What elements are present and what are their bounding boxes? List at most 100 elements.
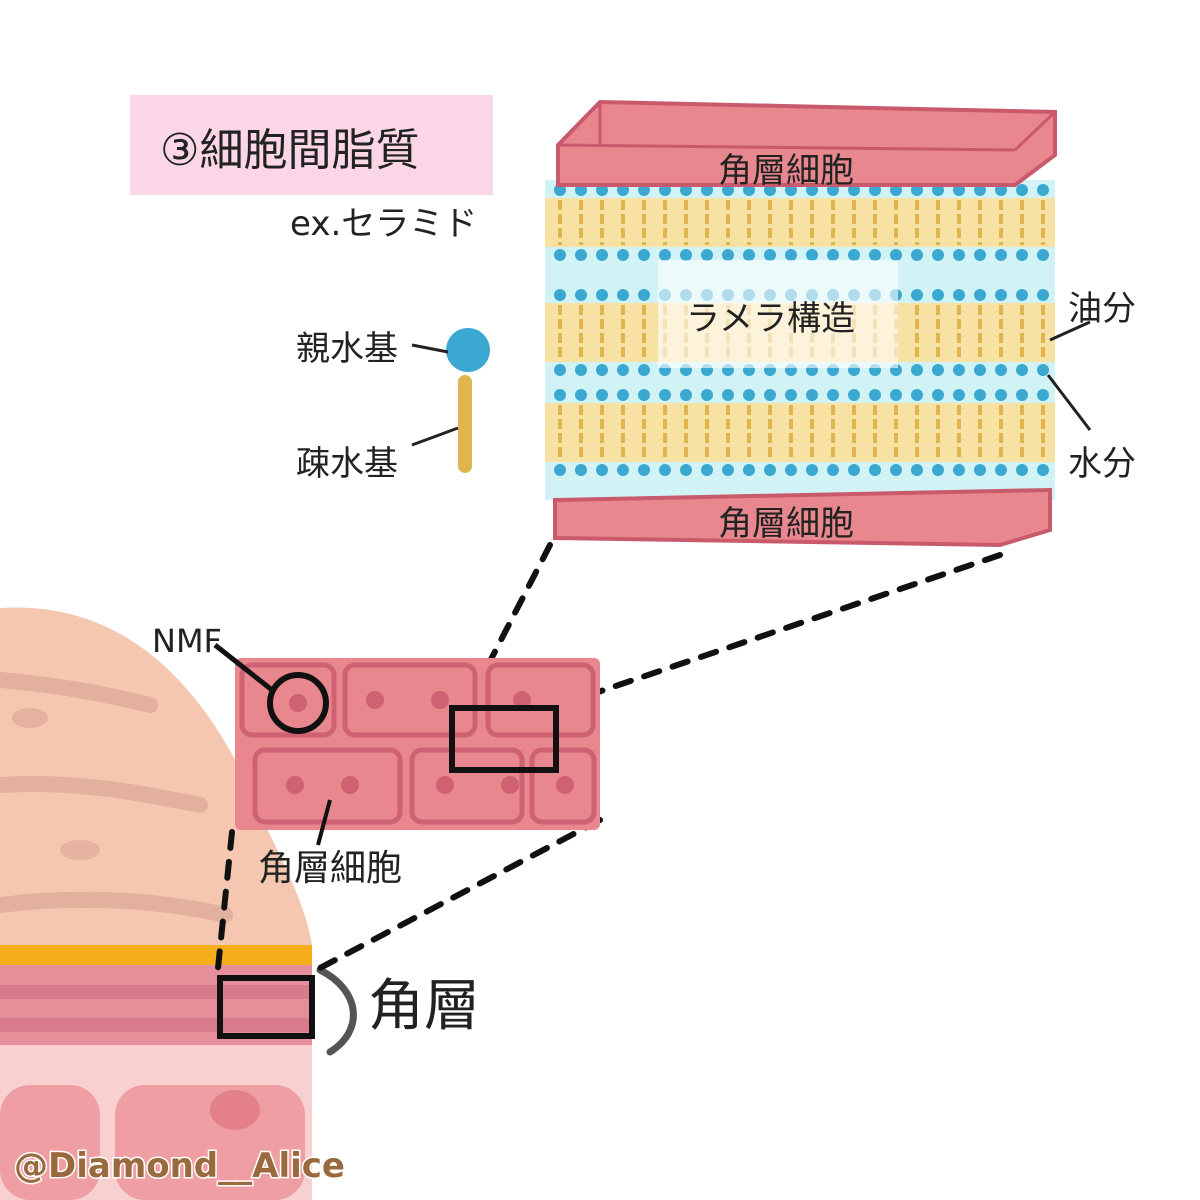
lipid-head xyxy=(995,464,1007,476)
lipid-head xyxy=(638,364,650,376)
lipid-head xyxy=(554,289,566,301)
example-text: ex.セラミド xyxy=(290,204,477,244)
lipid-head xyxy=(743,389,755,401)
lipid-head xyxy=(638,464,650,476)
corneocyte-outline xyxy=(529,747,597,825)
lipid-head xyxy=(953,364,965,376)
lipid-head xyxy=(974,289,986,301)
lipid-head xyxy=(596,464,608,476)
cell-zoom-box xyxy=(449,705,559,773)
lipid-head xyxy=(596,364,608,376)
corneocyte-outline xyxy=(409,747,525,825)
lipid-head xyxy=(785,249,797,261)
lipid-head xyxy=(554,464,566,476)
lipid-head xyxy=(1016,389,1028,401)
lipid-head xyxy=(974,389,986,401)
lipid-head xyxy=(995,364,1007,376)
lipid-head xyxy=(953,389,965,401)
hydrophobic-tail xyxy=(458,375,472,473)
cell-nucleus xyxy=(556,776,574,794)
lipid-head xyxy=(932,389,944,401)
lamella-label-box xyxy=(658,260,898,368)
lipid-head xyxy=(680,249,692,261)
lipid-head xyxy=(827,389,839,401)
corneocyte-outline xyxy=(342,662,478,738)
lipid-head xyxy=(1016,289,1028,301)
lamella-label: ラメラ構造 xyxy=(686,299,855,339)
lipid-head xyxy=(911,389,923,401)
page-title: ③細胞間脂質 xyxy=(160,125,419,176)
lipid-head xyxy=(1016,249,1028,261)
lipid-head xyxy=(932,464,944,476)
lipid-head xyxy=(911,364,923,376)
lipid-head xyxy=(953,464,965,476)
lipid-head xyxy=(1037,364,1049,376)
lipid-head xyxy=(848,389,860,401)
lipid-head xyxy=(617,364,629,376)
hydrophobic-label: 疎水基 xyxy=(296,444,398,484)
corneocyte-block xyxy=(213,643,600,846)
lipid-head xyxy=(617,389,629,401)
cell-nucleus xyxy=(431,691,449,709)
lipid-head xyxy=(827,464,839,476)
lamella-structure xyxy=(545,99,1057,548)
stratum-corneum-label: 角層 xyxy=(368,974,480,1039)
lipid-head xyxy=(743,464,755,476)
skin-zoom-box xyxy=(217,975,315,1039)
lipid-head xyxy=(848,464,860,476)
lipid-head xyxy=(1016,184,1028,196)
lipid-head xyxy=(953,289,965,301)
lipid-head xyxy=(911,464,923,476)
lipid-head xyxy=(827,249,839,261)
lipid-head xyxy=(1037,389,1049,401)
water-label: 水分 xyxy=(1068,444,1136,484)
lipid-head xyxy=(764,249,776,261)
top-cell-label: 角層細胞 xyxy=(718,151,854,191)
lipid-head xyxy=(575,289,587,301)
hydrophilic-label: 親水基 xyxy=(296,329,398,369)
lipid-head xyxy=(722,249,734,261)
corneocyte-outline xyxy=(239,662,337,738)
lipid-head xyxy=(785,389,797,401)
zoom-connectors xyxy=(215,542,1003,971)
lipid-head xyxy=(575,249,587,261)
corneocyte-label: 角層細胞 xyxy=(258,848,402,889)
lipid-head xyxy=(617,464,629,476)
cell-nucleus xyxy=(341,776,359,794)
cell-nucleus xyxy=(286,776,304,794)
corneocyte-outline xyxy=(252,747,403,825)
lipid-head xyxy=(974,464,986,476)
lipid-head xyxy=(1037,184,1049,196)
lipid-head xyxy=(869,249,881,261)
lipid-head xyxy=(890,249,902,261)
lipid-head xyxy=(890,389,902,401)
lipid-head xyxy=(806,464,818,476)
watermark: @Diamond__Alice xyxy=(14,1146,345,1186)
lipid-head xyxy=(1016,464,1028,476)
lipid-head xyxy=(974,249,986,261)
lipid-head xyxy=(869,464,881,476)
lipid-head xyxy=(659,389,671,401)
lipid-head xyxy=(701,249,713,261)
lipid-head xyxy=(1037,464,1049,476)
cell-nucleus xyxy=(366,691,384,709)
lipid-head xyxy=(764,389,776,401)
corneocyte-outline xyxy=(485,662,596,738)
lipid-head xyxy=(554,249,566,261)
lipid-head xyxy=(911,249,923,261)
orange-boundary-line xyxy=(0,945,312,965)
oil-label: 油分 xyxy=(1068,289,1136,329)
lipid-head xyxy=(743,249,755,261)
ceramide-molecule xyxy=(411,328,490,473)
layer-bracket xyxy=(316,966,357,1056)
lipid-head xyxy=(659,249,671,261)
lipid-head xyxy=(1016,364,1028,376)
lipid-head xyxy=(785,464,797,476)
lipid-band xyxy=(545,198,1055,247)
lipid-head xyxy=(554,389,566,401)
lipid-head xyxy=(1037,289,1049,301)
lipid-head xyxy=(806,389,818,401)
lipid-head xyxy=(575,464,587,476)
